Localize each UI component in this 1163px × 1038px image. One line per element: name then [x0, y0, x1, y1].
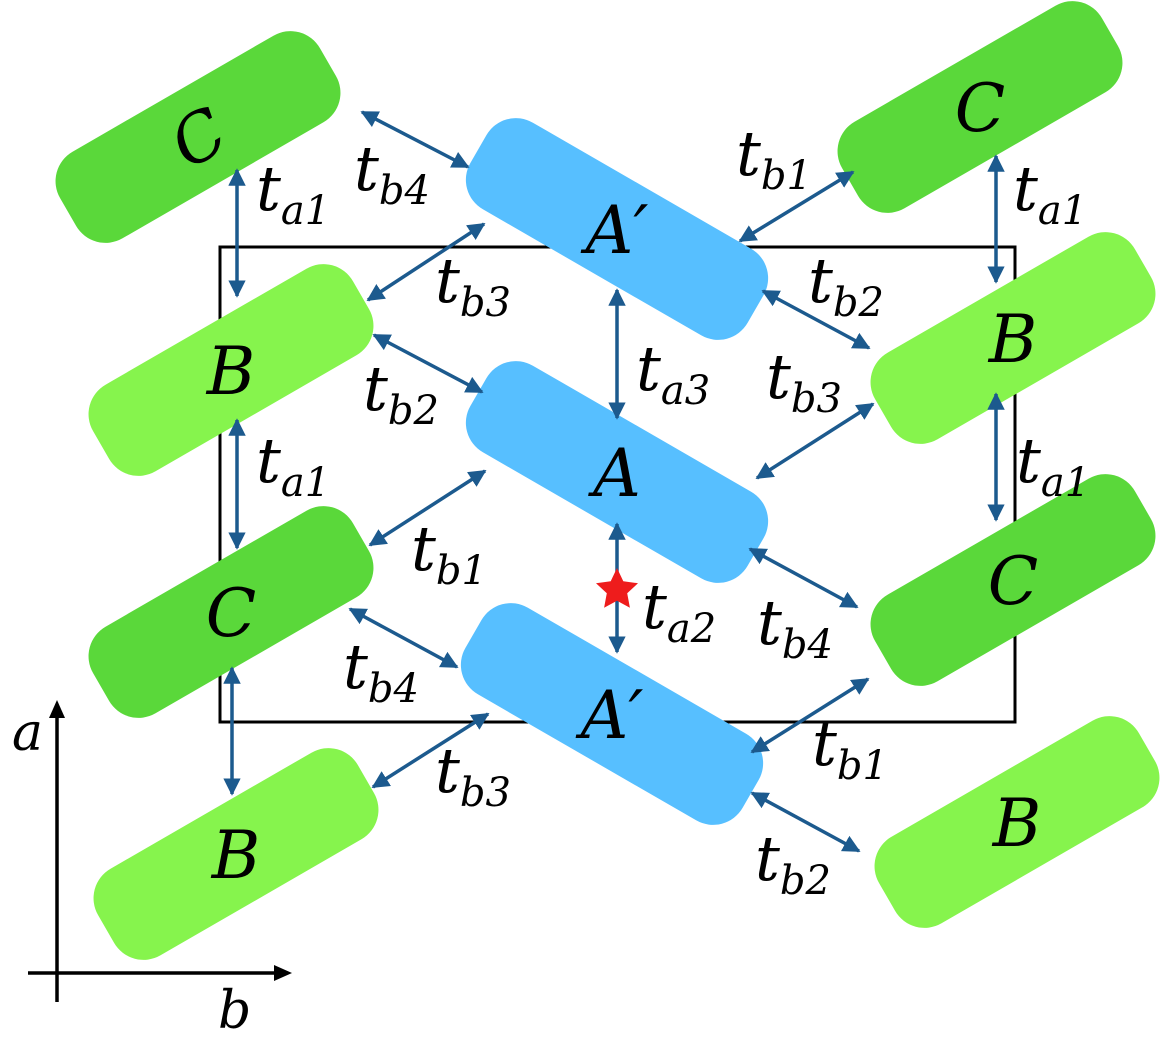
transfer-label: ta3 — [636, 332, 710, 414]
transfer-label: tb4 — [354, 132, 430, 214]
transfer-label: tb2 — [755, 822, 831, 904]
molecule-b-upper-left: B — [88, 264, 374, 476]
molecule-label: B — [211, 817, 261, 894]
axis-b-arrowhead-icon — [274, 965, 292, 981]
arrow-tb4-top — [360, 110, 470, 169]
molecule-a-prime-bottom: A′ — [460, 603, 764, 825]
molecule-label: B — [988, 301, 1038, 378]
transfer-label: tb3 — [435, 734, 511, 816]
molecule-b-upper-right: B — [870, 232, 1156, 444]
molecule-c-top-left: C — [55, 31, 341, 243]
axis-a-label: a — [12, 703, 43, 763]
molecule-label: A′ — [575, 677, 644, 754]
transfer-label: ta1 — [256, 424, 330, 506]
transfer-label: tb2 — [363, 352, 439, 434]
arrow-tb2-upper-left — [372, 333, 484, 394]
arrow-tb2-upper-right — [761, 289, 871, 350]
molecule-a-prime-top: A′ — [465, 118, 769, 340]
transfer-label: tb1 — [736, 117, 812, 199]
axis-b-label: b — [218, 981, 251, 1038]
molecule-label: A′ — [580, 192, 649, 269]
arrow-tb2-bottom — [750, 791, 861, 853]
transfer-label: ta2 — [642, 570, 716, 652]
arrow-tb1-top — [738, 170, 855, 243]
molecule-label: A — [587, 435, 641, 512]
arrow-tb1-left — [368, 469, 487, 547]
molecule-label: C — [955, 70, 1006, 147]
crystal-axes: a b — [12, 700, 292, 1038]
transfer-labels: tb4 tb1 ta1 ta1 tb3 tb2 ta3 tb2 tb3 ta1 … — [256, 117, 1090, 904]
axis-a-arrowhead-icon — [49, 700, 65, 718]
transfer-label: tb1 — [411, 512, 487, 594]
transfer-label: tb1 — [812, 707, 888, 789]
molecule-c-middle-right: C — [870, 474, 1156, 686]
transfer-label: tb3 — [766, 340, 842, 422]
molecule-c-top-right: C — [837, 1, 1123, 213]
arrow-tb3-right — [755, 402, 875, 480]
arrow-tb3-bottom — [371, 712, 490, 789]
arrow-tb4-right — [748, 547, 859, 609]
molecule-b-bottom-right: B — [874, 716, 1160, 928]
transfer-label: ta1 — [1016, 424, 1090, 506]
transfer-label: tb2 — [808, 244, 884, 326]
transfer-label: ta1 — [256, 152, 330, 234]
molecule-c-middle-left: C — [88, 506, 374, 718]
transfer-label: tb4 — [343, 630, 419, 712]
transfer-label: tb3 — [435, 244, 511, 326]
molecule-label: C — [988, 543, 1039, 620]
molecule-label: C — [206, 575, 257, 652]
molecules: C A′ C B A B C C — [55, 1, 1160, 960]
inversion-center-star-icon — [596, 568, 638, 608]
hopping-arrows — [223, 110, 1005, 853]
transfer-label: ta1 — [1013, 152, 1087, 234]
molecule-b-bottom-left: B — [93, 748, 379, 960]
molecule-a-center: A — [465, 361, 769, 583]
molecule-label: B — [206, 333, 256, 410]
arrow-tb1-bottom — [750, 677, 870, 754]
arrow-tb3-top — [366, 222, 486, 302]
molecule-label: B — [992, 785, 1042, 862]
arrow-tb4-left — [348, 607, 459, 669]
transfer-label: tb4 — [757, 586, 833, 668]
